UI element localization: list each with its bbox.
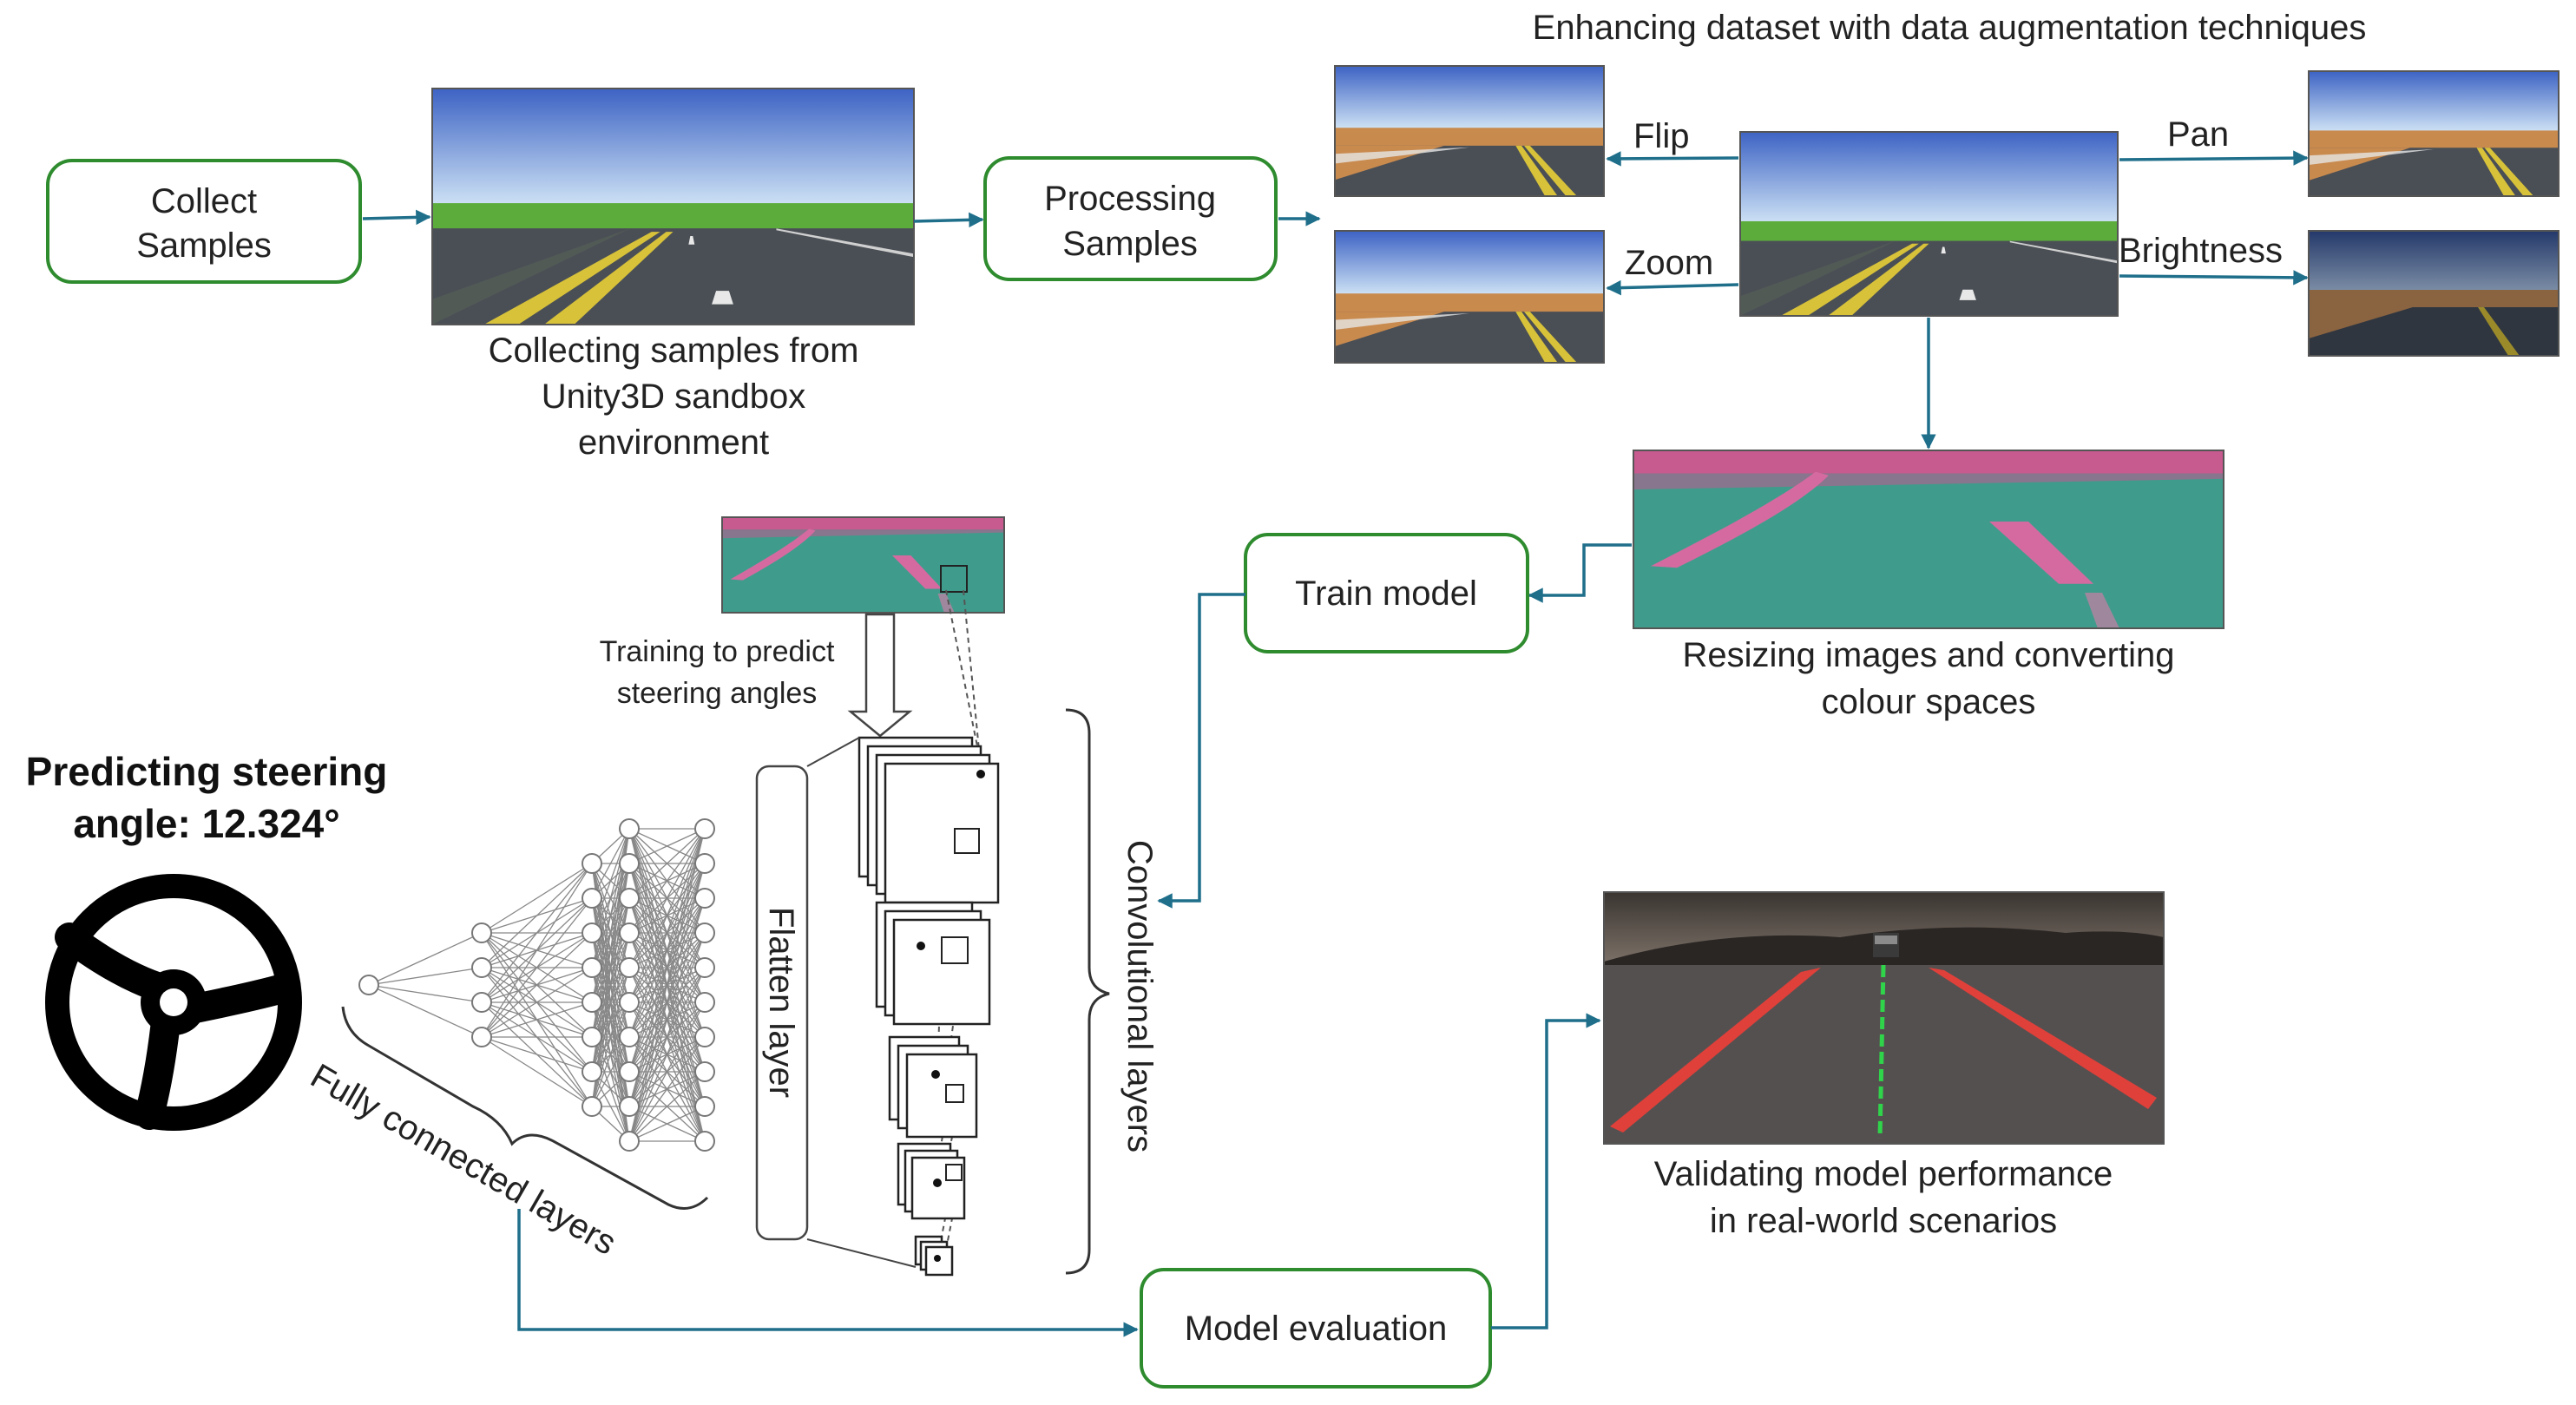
collecting-caption-line1: Collecting samples from	[489, 332, 859, 370]
network-node	[619, 1131, 640, 1152]
network-node	[619, 888, 640, 909]
network-node	[619, 957, 640, 978]
yuv-image	[1633, 450, 2224, 629]
conv-layers-brace	[1065, 708, 1110, 1275]
collect-samples-step: Collect Samples	[46, 159, 362, 284]
network-node	[619, 853, 640, 874]
model-evaluation-step: Model evaluation	[1140, 1268, 1492, 1389]
network-node	[582, 992, 602, 1013]
brightness-label: Brightness	[2119, 232, 2283, 270]
augmentation-source-image	[1739, 131, 2119, 317]
prediction-line2: angle: 12.324°	[73, 801, 339, 846]
network-node	[694, 818, 715, 839]
network-node	[582, 1027, 602, 1047]
training-caption-line1: Training to predict	[600, 635, 835, 668]
network-node	[694, 888, 715, 909]
zoom-image	[1334, 230, 1605, 364]
pan-image	[2308, 70, 2560, 197]
augmentation-title: Enhancing dataset with data augmentation…	[1533, 9, 2367, 47]
collecting-caption-line3: environment	[578, 423, 769, 462]
network-node	[471, 1027, 492, 1047]
network-node	[694, 922, 715, 943]
conv-layers-label: Convolutional layers	[1120, 840, 1159, 1152]
network-node	[694, 957, 715, 978]
network-node	[694, 853, 715, 874]
fc-layers-label: Fully connected layers	[305, 1057, 623, 1263]
conv-stack-4	[897, 1142, 966, 1220]
fc-brace	[341, 1006, 709, 1210]
network-node	[694, 1096, 715, 1117]
network-node	[619, 1027, 640, 1047]
network-node	[619, 922, 640, 943]
network-node	[619, 1096, 640, 1117]
network-node	[582, 1096, 602, 1117]
network-node	[694, 1027, 715, 1047]
flip-image	[1334, 65, 1605, 197]
conv-stack-3	[888, 1035, 978, 1139]
network-node	[694, 1131, 715, 1152]
flatten-layer: Flatten layer	[755, 737, 917, 1268]
training-caption-line2: steering angles	[617, 677, 818, 710]
flatten-label: Flatten layer	[762, 907, 800, 1098]
fully-connected-network	[358, 818, 715, 1152]
pan-label: Pan	[2167, 115, 2229, 154]
network-node	[358, 975, 379, 995]
real-world-image	[1603, 891, 2165, 1145]
network-node	[619, 1061, 640, 1082]
steering-wheel-icon	[45, 874, 302, 1131]
conv-stack-1	[858, 736, 1000, 904]
resizing-caption-line2: colour spaces	[1822, 683, 2036, 721]
train-label: Train model	[1295, 574, 1477, 613]
network-node	[619, 818, 640, 839]
network-node	[471, 922, 492, 943]
sandbox-screenshot	[431, 88, 915, 325]
validating-caption-line2: in real-world scenarios	[1710, 1202, 2057, 1240]
network-node	[619, 992, 640, 1013]
collect-label-line1: Collect	[151, 182, 257, 220]
network-node	[582, 888, 602, 909]
training-down-arrow	[847, 613, 913, 738]
network-node	[582, 922, 602, 943]
train-model-step: Train model	[1244, 533, 1529, 653]
conv-stack-5	[914, 1235, 954, 1277]
processing-label-line2: Samples	[1062, 225, 1198, 263]
network-node	[582, 1061, 602, 1082]
network-node	[582, 853, 602, 874]
network-node	[694, 1061, 715, 1082]
collect-label-line2: Samples	[136, 227, 272, 265]
processing-label-line1: Processing	[1044, 180, 1216, 218]
evaluation-label: Model evaluation	[1185, 1310, 1447, 1348]
validating-caption-line1: Validating model performance	[1654, 1155, 2113, 1193]
flip-label: Flip	[1633, 117, 1689, 155]
resizing-caption-line1: Resizing images and converting	[1683, 636, 2175, 674]
collecting-caption-line2: Unity3D sandbox	[542, 378, 806, 416]
network-node	[582, 957, 602, 978]
conv-stack-2	[875, 901, 991, 1026]
cnn-input-image	[721, 516, 1005, 614]
brightness-image	[2308, 230, 2560, 357]
network-node	[694, 992, 715, 1013]
processing-samples-step: Processing Samples	[983, 156, 1278, 281]
prediction-line1: Predicting steering	[26, 749, 388, 794]
zoom-label: Zoom	[1625, 244, 1713, 282]
network-node	[471, 957, 492, 978]
network-node	[471, 992, 492, 1013]
